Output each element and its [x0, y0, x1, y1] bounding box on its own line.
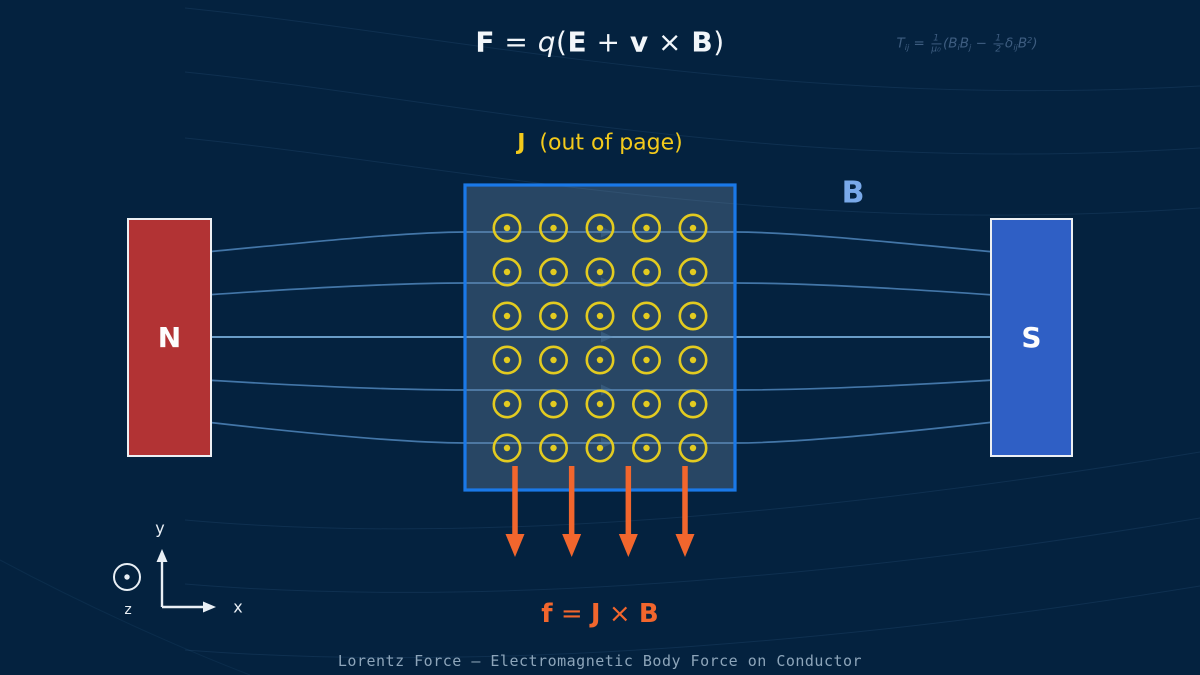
force-arrows: [505, 466, 695, 557]
current-dot: [503, 356, 511, 364]
flux-curve: [184, 137, 1200, 216]
flux-curve: [184, 585, 1200, 659]
flux-curve: [0, 559, 251, 675]
current-out-of-page-icon: [631, 345, 661, 375]
current-out-of-page-icon: [631, 433, 661, 463]
current-dot: [689, 312, 697, 320]
out-of-page-icon: [113, 563, 141, 591]
current-out-of-page-icon: [492, 301, 522, 331]
force-arrow-head: [505, 534, 525, 557]
y-axis-arrowhead: [156, 549, 168, 562]
background-flux-curves: [0, 7, 1200, 675]
current-dot: [643, 400, 650, 408]
current-out-of-page-icon: [538, 345, 568, 375]
current-dot: [689, 268, 697, 276]
current-dot: [550, 400, 557, 408]
current-dot: [596, 444, 604, 452]
current-out-of-page-icon: [492, 345, 522, 375]
field-line: [205, 231, 995, 253]
north-pole-label: N: [157, 321, 182, 354]
conductor-slab: [463, 183, 737, 492]
body-force-formula: f = J × B: [541, 599, 659, 629]
current-out-of-page-icon: [585, 345, 615, 375]
current-out-of-page-icon: [678, 433, 708, 463]
force-arrow-head: [675, 534, 695, 557]
x-axis-arrowhead: [203, 601, 216, 613]
current-dot: [503, 400, 511, 408]
current-out-of-page-icon: [492, 213, 522, 243]
current-dot: [503, 312, 511, 320]
current-dot: [643, 444, 650, 452]
current-out-of-page-icon: [631, 389, 661, 419]
current-dot: [503, 224, 511, 232]
flux-curve: [184, 7, 1200, 92]
current-dot: [550, 312, 557, 320]
current-out-of-page-icon: [492, 389, 522, 419]
current-dot: [596, 268, 604, 276]
field-line: [205, 421, 995, 444]
current-out-of-page-icon: [538, 257, 568, 287]
south-pole-label: S: [1021, 321, 1042, 354]
current-out-of-page-icon: [631, 213, 661, 243]
axis-label-z: z: [124, 602, 132, 618]
current-out-of-page-icon: [678, 345, 708, 375]
current-dot: [689, 400, 697, 408]
current-out-of-page-icon: [538, 433, 568, 463]
current-out-of-page-icon: [538, 301, 568, 331]
field-line: [205, 282, 995, 296]
current-dot: [550, 444, 557, 452]
current-dot: [596, 224, 604, 232]
current-dot: [596, 312, 604, 320]
out-of-page-dot: [124, 574, 130, 580]
axis-label-y: y: [155, 518, 165, 538]
current-out-of-page-icon: [492, 257, 522, 287]
figure-caption: Lorentz Force — Electromagnetic Body For…: [337, 652, 863, 670]
current-dot: [643, 356, 650, 364]
current-dot: [550, 356, 557, 364]
current-out-of-page-icon: [585, 389, 615, 419]
current-out-of-page-icon: [631, 257, 661, 287]
flux-curve: [184, 451, 1200, 530]
coordinate-axes: [113, 549, 216, 613]
current-out-of-page-icon: [585, 257, 615, 287]
current-dot: [689, 356, 697, 364]
flux-curve: [184, 71, 1200, 155]
current-dot: [689, 224, 697, 232]
current-dot: [643, 268, 650, 276]
current-dot: [503, 268, 511, 276]
force-arrow-head: [618, 534, 638, 557]
current-out-of-page-icon: [678, 257, 708, 287]
current-out-of-page-icon: [538, 389, 568, 419]
current-dot: [689, 444, 697, 452]
flux-curve: [184, 517, 1200, 593]
current-direction-label: J (out of page): [517, 130, 683, 156]
south-magnet: S: [990, 218, 1073, 457]
current-out-of-page-icon: [538, 213, 568, 243]
current-dot: [596, 400, 604, 408]
current-out-of-page-icon: [585, 213, 615, 243]
current-dot: [596, 356, 604, 364]
current-out-of-page-icon: [678, 213, 708, 243]
current-out-of-page-icon: [631, 301, 661, 331]
current-dot: [503, 444, 511, 452]
axis-label-x: x: [233, 597, 243, 617]
current-out-of-page-icon: [585, 433, 615, 463]
current-out-of-page-icon: [678, 389, 708, 419]
current-dot: [550, 268, 557, 276]
current-symbols-grid: [492, 213, 708, 463]
b-field-label: B: [841, 175, 865, 211]
current-dot: [643, 224, 650, 232]
current-dot: [643, 312, 650, 320]
current-out-of-page-icon: [678, 301, 708, 331]
current-out-of-page-icon: [585, 301, 615, 331]
title-formula: F = q(E + v × B): [475, 25, 725, 59]
current-dot: [550, 224, 557, 232]
current-out-of-page-icon: [492, 433, 522, 463]
north-magnet: N: [127, 218, 212, 457]
force-arrow-head: [562, 534, 582, 557]
